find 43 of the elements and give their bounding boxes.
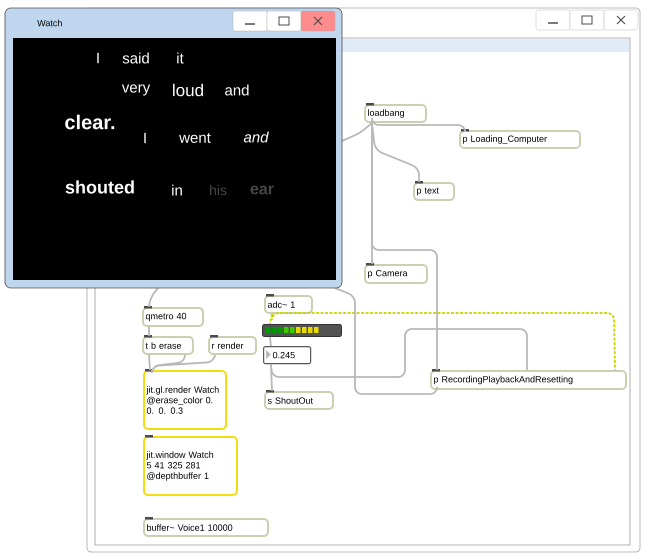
patch-cord bbox=[371, 117, 466, 133]
rendered-word: his bbox=[210, 184, 226, 196]
patch-cord bbox=[148, 354, 151, 370]
patch-cord bbox=[148, 287, 159, 308]
patch-cord bbox=[269, 314, 273, 324]
patch-cord bbox=[151, 354, 216, 374]
patch-cord bbox=[148, 327, 150, 336]
patch-cord bbox=[270, 328, 528, 378]
rendered-word: went bbox=[179, 133, 211, 143]
rendered-word: I bbox=[97, 52, 99, 64]
patch-cord bbox=[270, 364, 273, 392]
rendered-word: and bbox=[244, 132, 269, 143]
patch-cord bbox=[334, 287, 438, 395]
object-box: qmetro 40 bbox=[142, 306, 204, 327]
patch-cord bbox=[271, 312, 616, 370]
object-box: p Camera bbox=[364, 263, 428, 284]
object-box: p text bbox=[413, 181, 455, 201]
object-box: t b erase bbox=[142, 335, 194, 355]
rendered-word: ear bbox=[250, 186, 274, 194]
rendered-word: and bbox=[225, 84, 249, 96]
object-box: adc~ 1 bbox=[264, 294, 313, 314]
level-meter bbox=[262, 324, 342, 337]
object-box: buffer~ Voice1 10000 bbox=[143, 517, 269, 537]
rendered-word: in bbox=[172, 184, 182, 196]
object-box: loadbang bbox=[364, 103, 427, 123]
object-box: s ShoutOut bbox=[264, 390, 334, 410]
object-box: p Loading_Computer bbox=[459, 129, 581, 149]
rendered-word: very bbox=[122, 84, 150, 96]
patch-cord bbox=[371, 123, 438, 370]
window-title: Watch bbox=[37, 20, 62, 26]
object-box: p RecordingPlaybackAndResetting bbox=[430, 369, 627, 390]
patch-cord bbox=[269, 336, 272, 346]
rendered-word: loud bbox=[173, 84, 203, 96]
object-box: jit.gl.render Watch @erase_color 0. 0. 0. 0.3 bbox=[143, 369, 227, 430]
rendered-word: I bbox=[144, 132, 146, 144]
object-box: jit.window Watch 5 41 325 281 @depthbuffer 1 bbox=[143, 435, 238, 496]
rendered-word: said bbox=[122, 52, 149, 64]
object-box: r render bbox=[208, 335, 257, 355]
rendered-word: shouted bbox=[66, 180, 134, 194]
patch-cord bbox=[342, 122, 373, 142]
number-box: 0.245 bbox=[263, 346, 312, 364]
rendered-word: clear. bbox=[65, 114, 114, 130]
rendered-word: it bbox=[177, 52, 184, 64]
